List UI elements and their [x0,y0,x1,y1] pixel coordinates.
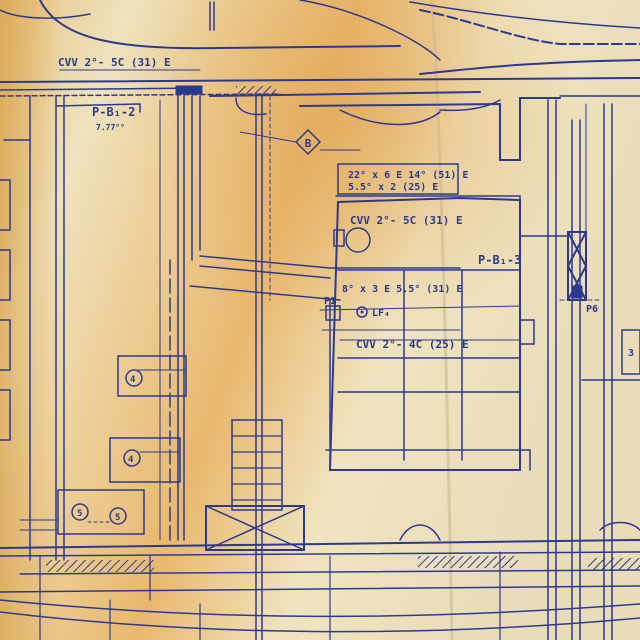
spec-label-line-2: 5.5° x 2 (25) E [348,182,438,193]
wall-hatch-bottom-mid [418,556,518,568]
spec-label-line-1: 22° x 6 E 14° (51) E [348,170,468,181]
cable-label-low: CVV 2°- 4C (25) E [356,338,469,351]
marker-b-label: B [305,137,312,150]
outlet-label-4a: 4 [130,375,136,385]
feeder-label: 8° x 3 E 5.5° (31) E [342,284,462,295]
panel-label-b1-2: P-B₁-2 [92,105,135,119]
point-label-p1: P1 [324,296,336,307]
outlet-label-5a: 5 [77,509,82,519]
point-label-lf: LF₄ [372,308,390,319]
section-marker-b: B [294,128,322,156]
wall-hatch-bottom-right [588,558,640,570]
panel-sublabel-b1-2: 7.77°° [96,123,125,132]
marker-leader [239,131,297,143]
panel-label-b1-3: P-B₁-3 [478,253,521,267]
outlet-label-4b: 4 [128,455,134,465]
lf-symbol [356,306,368,318]
wall-hatch-bottom-left [46,560,154,572]
cable-label-top: CVV 2°- 5C (31) E [58,56,171,69]
outlet-label-5b: 5 [115,513,120,523]
cable-label-mid: CVV 2°- 5C (31) E [350,214,463,227]
point-label-p6: P6 [586,304,598,315]
wall-hatch-top [236,86,276,94]
edge-label-3: 3 [628,348,634,359]
